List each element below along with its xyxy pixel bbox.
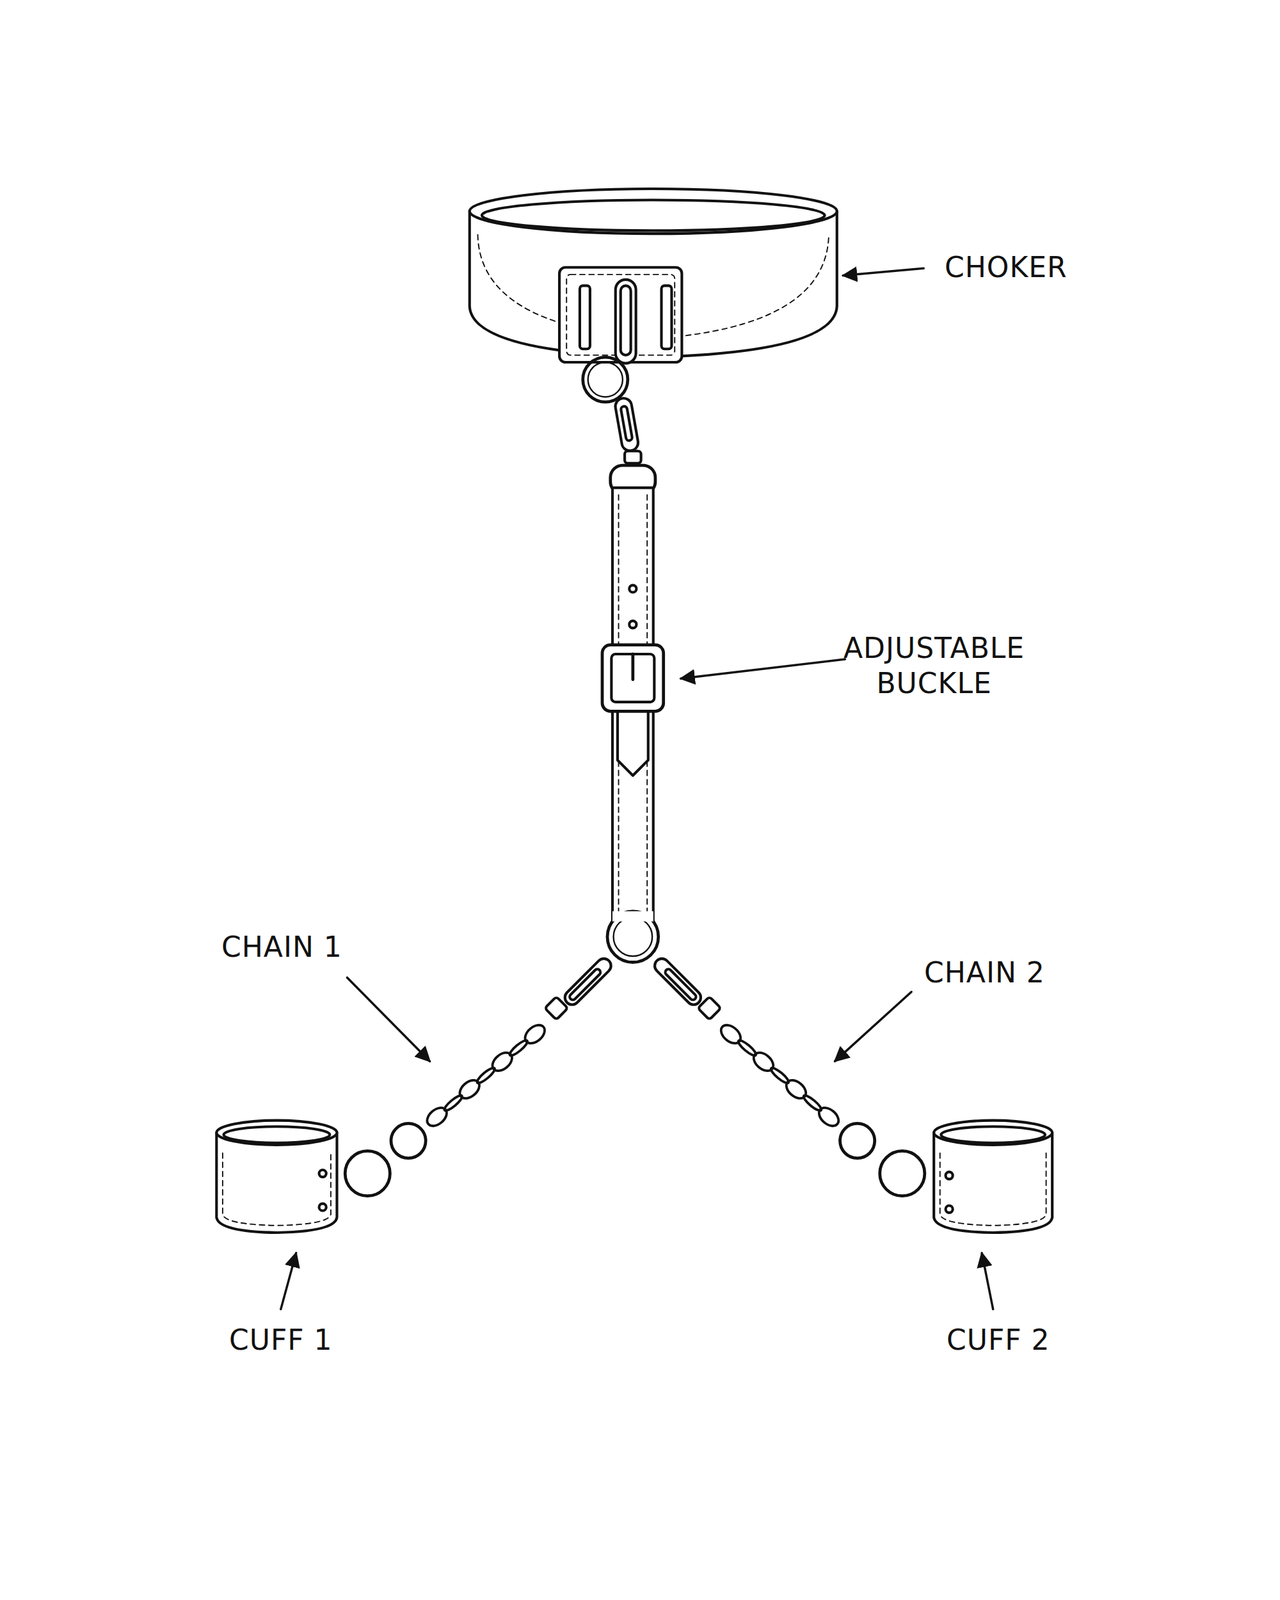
leader-lines [280,268,994,1309]
strap-drawing [602,396,664,962]
part-label: CUFF 2 [946,1322,1051,1358]
part-label: CHAIN 1 [221,929,343,965]
part-label: CUFF 1 [229,1322,333,1358]
cuff-drawing [216,1120,337,1233]
part-label: CHOKER [944,249,1068,285]
part-label: ADJUSTABLE BUCKLE [843,630,1025,701]
cuff-drawing [933,1120,1053,1233]
part-label: CHAIN 2 [924,954,1046,991]
choker-drawing [469,188,838,402]
snap-hooks [544,955,721,1020]
chain-links [717,1021,925,1197]
chain-links [344,1021,548,1197]
